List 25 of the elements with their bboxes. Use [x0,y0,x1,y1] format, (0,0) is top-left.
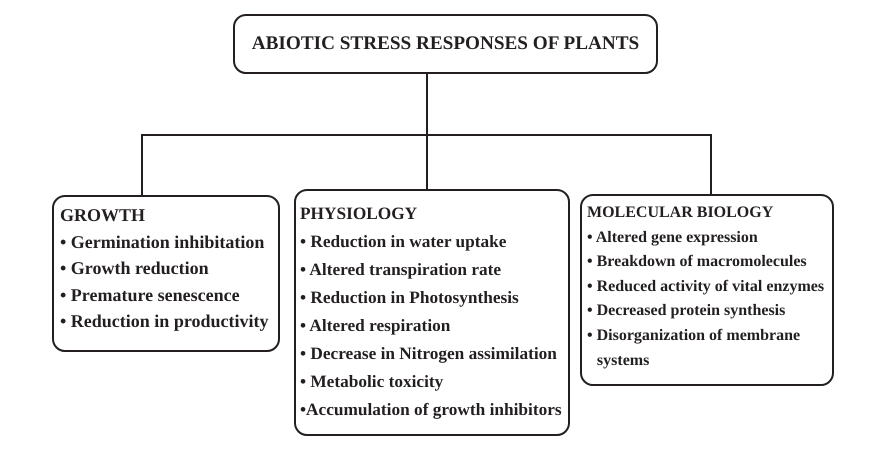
category-box [580,194,834,386]
category-box [294,189,570,436]
bullet-item: • Germination inhibitation [60,230,264,254]
bullet-item: • Decreased protein synthesis [587,301,786,322]
category-box [52,195,280,352]
bullet-item: • Breakdown of macromolecules [587,252,807,272]
bullet-item: • Altered transpiration rate [300,259,502,281]
bullet-item: • Reduction in Photosynthesis [300,287,519,309]
bullet-item: • Reduction in productivity [60,310,268,333]
category-heading: PHYSIOLOGY [300,203,418,225]
bullet-item: • Growth reduction [60,257,209,280]
bullet-item: • Reduced activity of vital enzymes [587,276,824,297]
connector-line [426,74,712,194]
bullet-item: • Premature senescence [60,284,240,306]
title-box [233,14,658,74]
title-text: ABIOTIC STRESS RESPONSES OF PLANTS [252,32,640,56]
bullet-item: •Accumulation of growth inhibitors [300,399,562,421]
bullet-item: • Decrease in Nitrogen assimilation [300,343,557,365]
bullet-item: • Metabolic toxicity [300,371,444,393]
bullet-item: • Altered gene expression [587,228,758,248]
bullet-item: • Altered respiration [300,315,450,337]
bullet-item: • Disorganization of membrane systems [587,326,802,371]
category-heading: GROWTH [60,204,146,227]
bullet-item: • Reduction in water uptake [300,231,506,253]
category-heading: MOLECULAR BIOLOGY [587,203,774,223]
